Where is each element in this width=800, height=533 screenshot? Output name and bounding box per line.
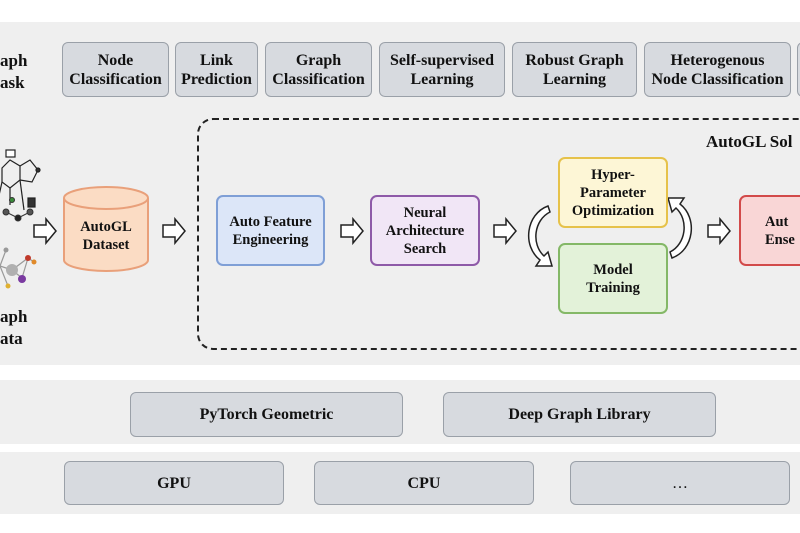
- hardware-gpu: GPU: [64, 461, 284, 505]
- ensemble-line1: Aut: [765, 213, 789, 230]
- backend-pytorch-geometric: PyTorch Geometric: [130, 392, 403, 437]
- graph-data-label: aph ata: [0, 306, 27, 350]
- nas-line1: Neural: [403, 204, 447, 221]
- backend-deep-graph-library: Deep Graph Library: [443, 392, 716, 437]
- hardware-label: …: [672, 474, 688, 492]
- training-line1: Model: [593, 261, 633, 278]
- hardware-more: …: [570, 461, 790, 505]
- training-line2: Training: [586, 279, 640, 296]
- graph-data-label-line2: ata: [0, 329, 23, 348]
- task-line2: Classification: [69, 70, 162, 88]
- backend-label: PyTorch Geometric: [199, 406, 334, 423]
- hardware-cpu: CPU: [314, 461, 534, 505]
- task-line1: Heterogenous: [670, 51, 765, 69]
- graph-data-label-line1: aph: [0, 307, 28, 326]
- graph-task-label-line2: ask: [0, 73, 25, 92]
- task-line2: Learning: [410, 70, 474, 88]
- task-line2: Node Classification: [651, 70, 784, 88]
- autogl-solver-title: AutoGL Sol: [706, 132, 793, 151]
- feature-line2: Engineering: [232, 231, 309, 248]
- hardware-label: GPU: [157, 474, 191, 492]
- dataset-line2: Dataset: [82, 237, 130, 253]
- task-line2: Prediction: [181, 70, 252, 88]
- feature-line1: Auto Feature: [229, 213, 312, 230]
- hardware-label: CPU: [407, 474, 441, 492]
- task-line2: Classification: [272, 70, 365, 88]
- task-line1: Graph: [295, 51, 342, 69]
- task-line1: Link: [200, 51, 233, 69]
- graph-task-label-line1: aph: [0, 51, 28, 70]
- graph-task-label: aph ask: [0, 50, 27, 94]
- ensemble-line2: Ense: [765, 231, 795, 248]
- dataset-line1: AutoGL: [80, 219, 132, 235]
- autogl-dataset: AutoGL Dataset: [62, 186, 150, 274]
- task-line1: Self-supervised: [390, 51, 494, 69]
- nas-line2: Architecture: [385, 222, 465, 239]
- task-line1: Robust Graph: [525, 51, 624, 69]
- hpo-line3: Optimization: [571, 202, 655, 219]
- autogl-solver-frame: [197, 118, 800, 350]
- hpo-line1: Hyper-: [591, 166, 635, 183]
- dataset-cylinder-icon: [63, 186, 149, 272]
- backend-label: Deep Graph Library: [508, 406, 651, 423]
- hpo-line2: Parameter: [579, 184, 646, 201]
- nas-line3: Search: [403, 240, 447, 257]
- task-line2: Learning: [542, 70, 607, 88]
- task-line1: Node: [97, 51, 134, 69]
